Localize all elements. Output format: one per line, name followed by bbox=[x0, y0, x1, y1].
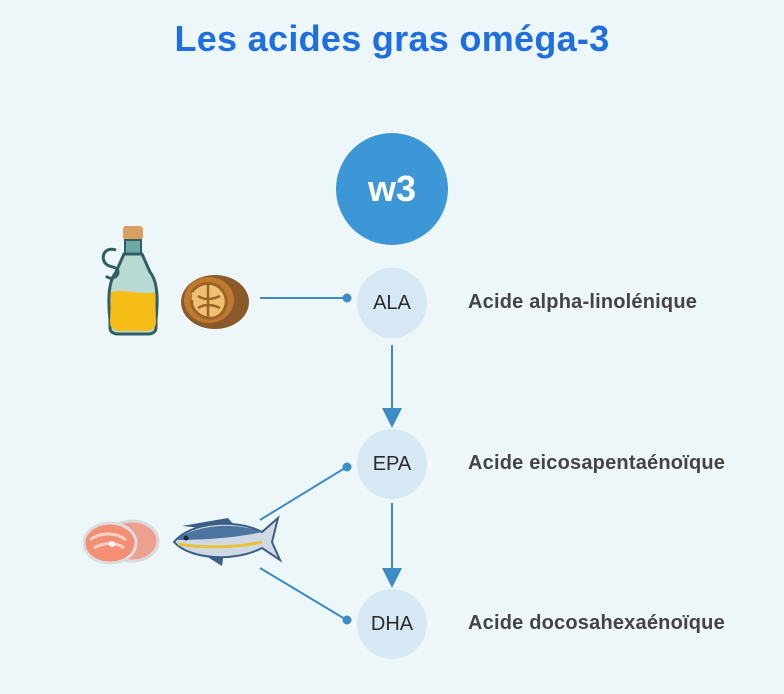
salmon-steak-icon bbox=[82, 519, 160, 565]
node-dha-label: DHA bbox=[370, 612, 414, 635]
omega3-circle-label: w3 bbox=[367, 168, 417, 209]
label-epa: Acide eicosapentaénoïque bbox=[468, 452, 726, 474]
node-ala: ALA bbox=[357, 268, 427, 338]
olive-oil-bottle-icon bbox=[101, 226, 159, 336]
connector-marine-to-dha bbox=[259, 567, 346, 620]
label-dha: Acide docosahexaénoïque bbox=[468, 612, 725, 634]
node-ala-label: ALA bbox=[373, 291, 411, 314]
connector-marine-to-epa bbox=[259, 467, 346, 521]
connector-marine-dha-dot bbox=[342, 615, 352, 625]
node-epa: EPA bbox=[357, 429, 427, 499]
node-epa-label: EPA bbox=[372, 452, 412, 475]
omega3-circle: w3 bbox=[336, 133, 448, 245]
walnut-icon bbox=[181, 275, 249, 329]
label-ala: Acide alpha-linolénique bbox=[468, 291, 698, 313]
node-dha: DHA bbox=[357, 589, 427, 659]
connector-marine-epa-dot bbox=[342, 462, 352, 472]
connector-plant-dot bbox=[342, 293, 352, 303]
page-title: Les acides gras oméga-3 bbox=[174, 18, 610, 59]
tuna-fish-icon bbox=[172, 515, 283, 566]
